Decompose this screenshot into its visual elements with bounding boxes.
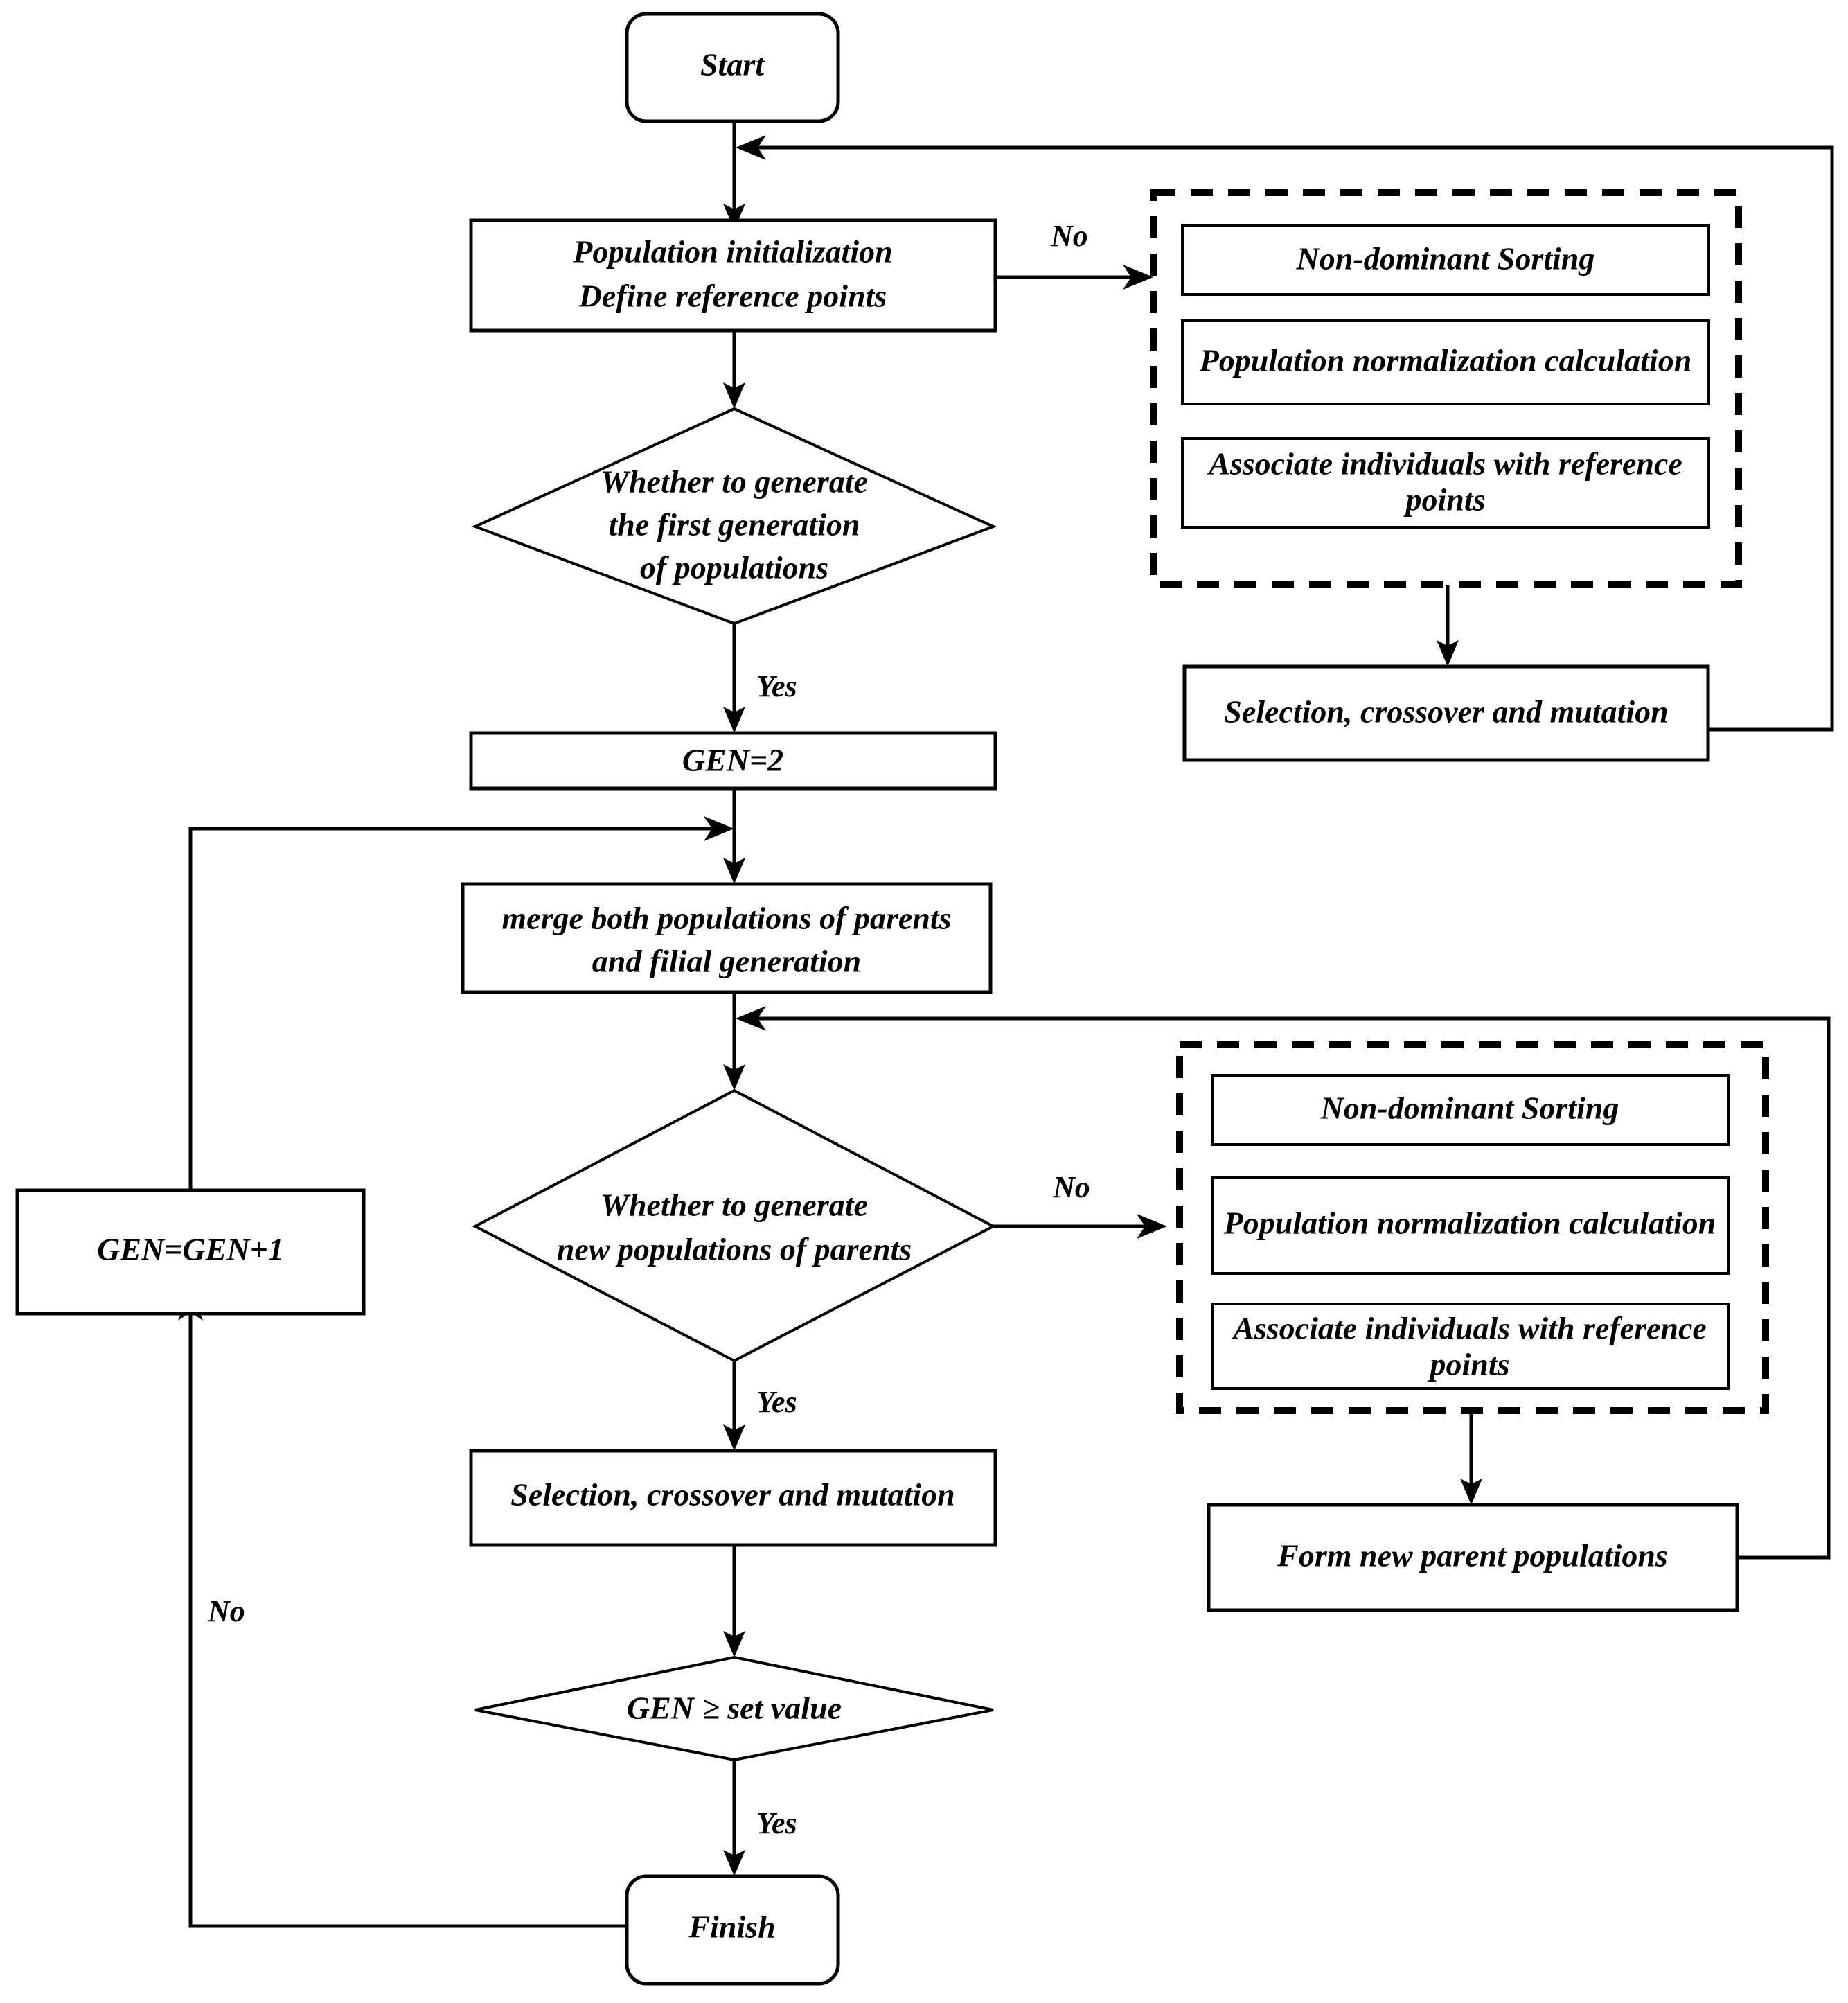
edge-label-yes-finish: Yes xyxy=(756,1806,797,1840)
node-form-new-parent-populations[interactable] xyxy=(1207,1503,1739,1612)
edge-no-to-top-group xyxy=(995,265,1153,290)
edge-label-no-top: No xyxy=(1050,219,1088,253)
node-gen-increment-label: GEN=GEN+1 xyxy=(97,1232,284,1267)
edge-bottom-group-to-form-new-parents xyxy=(1460,1411,1482,1505)
edge-top-group-to-selection xyxy=(1437,585,1459,667)
node-finish[interactable] xyxy=(625,1874,840,1986)
bottom-group-label-non-dominant-sorting: Non-dominant Sorting xyxy=(1320,1091,1619,1126)
node-form-new-parent-populations-label: Form new parent populations xyxy=(1277,1538,1668,1573)
node-decision-first-gen-line2: the first generation xyxy=(609,507,860,542)
bottom-group-label-population-normalization: Population normalization calculation xyxy=(1223,1206,1716,1241)
node-start-label: Start xyxy=(700,47,765,82)
node-selection-crossover-mutation-bottom[interactable] xyxy=(469,1449,997,1547)
node-decision-gen-set-value[interactable] xyxy=(474,1655,994,1762)
edge-selection-to-decision-gen-set-value xyxy=(723,1545,745,1657)
node-gen-equals-2-label: GEN=2 xyxy=(682,743,783,778)
edge-yes-to-selection-bottom xyxy=(723,1361,745,1451)
node-population-init-line1: Population initialization xyxy=(572,234,892,270)
node-start[interactable] xyxy=(625,12,840,123)
edge-merge-to-decision-new-parents xyxy=(723,992,745,1091)
top-group-box-non-dominant-sorting[interactable] xyxy=(1181,224,1710,296)
edge-gen-increment-return xyxy=(188,816,734,1190)
edge-bottom-feedback-loop xyxy=(736,1006,1831,1560)
node-population-init-line2: Define reference points xyxy=(578,279,887,314)
node-decision-first-gen-line1: Whether to generate xyxy=(601,464,868,500)
edge-label-yes-first-gen: Yes xyxy=(756,669,797,703)
top-group-label-population-normalization: Population normalization calculation xyxy=(1199,343,1692,378)
node-selection-crossover-mutation-top[interactable] xyxy=(1182,664,1710,762)
edge-yes-to-gen2 xyxy=(723,624,745,733)
bottom-group-box-population-normalization[interactable] xyxy=(1211,1176,1730,1275)
top-group-label-associate-individuals-line2: points xyxy=(1403,482,1485,518)
node-selection-crossover-mutation-top-label: Selection, crossover and mutation xyxy=(1224,694,1668,730)
node-decision-first-gen[interactable] xyxy=(471,407,997,626)
edge-population-init-to-decision-first-gen xyxy=(723,330,745,409)
bottom-group-box-non-dominant-sorting[interactable] xyxy=(1211,1074,1730,1146)
bottom-group-label-associate-individuals-line1: Associate individuals with reference xyxy=(1231,1311,1707,1346)
node-merge-populations[interactable] xyxy=(461,882,993,994)
node-population-init[interactable] xyxy=(469,218,997,333)
node-decision-new-parents-line2: new populations of parents xyxy=(557,1232,912,1267)
edge-yes-to-finish xyxy=(723,1760,745,1876)
node-finish-label: Finish xyxy=(688,1909,775,1945)
edge-top-feedback-loop xyxy=(736,135,1834,732)
top-group-label-associate-individuals-line1: Associate individuals with reference xyxy=(1207,446,1682,482)
bottom-group-box-associate-individuals[interactable] xyxy=(1211,1303,1730,1390)
bottom-group-label-associate-individuals-line2: points xyxy=(1427,1347,1509,1382)
node-decision-gen-set-value-label: GEN ≥ set value xyxy=(627,1691,842,1726)
edge-start-to-population-init xyxy=(723,121,745,230)
edge-label-yes-new-parents: Yes xyxy=(756,1385,797,1419)
node-gen-increment[interactable] xyxy=(15,1188,366,1316)
node-merge-populations-line2: and filial generation xyxy=(592,944,861,979)
node-selection-crossover-mutation-bottom-label: Selection, crossover and mutation xyxy=(510,1477,954,1512)
top-group-box-associate-individuals[interactable] xyxy=(1181,437,1710,529)
top-group-label-non-dominant-sorting: Non-dominant Sorting xyxy=(1296,241,1595,276)
node-decision-new-parents-line1: Whether to generate xyxy=(601,1188,868,1223)
edge-gen2-to-merge xyxy=(723,788,745,884)
node-merge-populations-line1: merge both populations of parents xyxy=(501,901,951,936)
node-gen-equals-2[interactable] xyxy=(469,731,997,791)
node-decision-new-parents[interactable] xyxy=(472,1088,997,1363)
bottom-group-dashed-border xyxy=(1176,1041,1769,1414)
node-decision-first-gen-line3: of populations xyxy=(640,550,828,585)
edge-label-no-left-loop: No xyxy=(207,1594,245,1628)
edge-no-loop-to-gen-increment xyxy=(178,1290,627,1928)
top-group-box-population-normalization[interactable] xyxy=(1181,319,1710,405)
edge-no-to-bottom-group xyxy=(993,1214,1167,1239)
edge-label-no-middle: No xyxy=(1052,1170,1090,1204)
